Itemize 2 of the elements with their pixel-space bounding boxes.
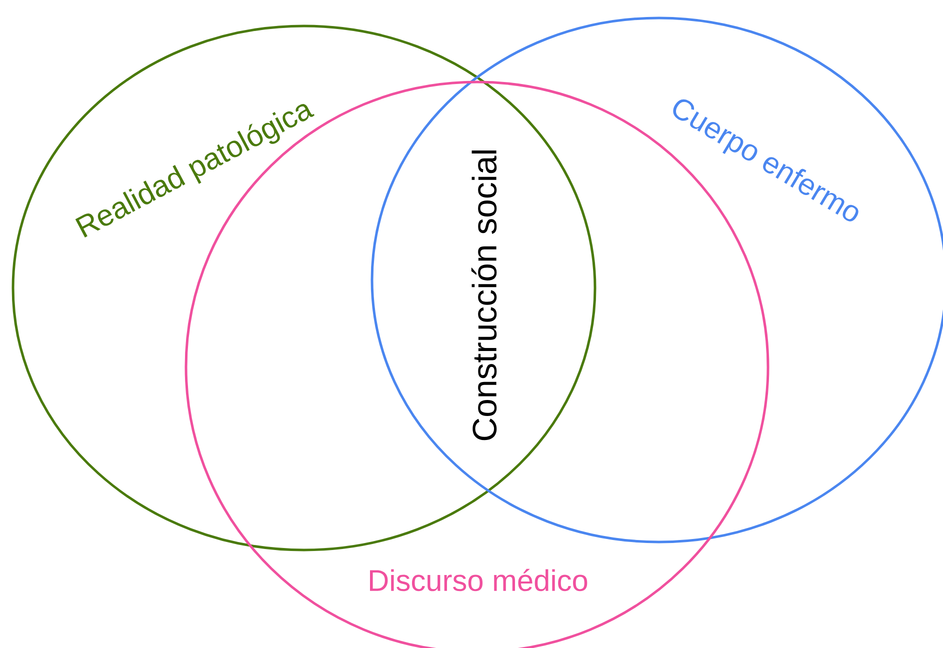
circle-label: Discurso médico [370, 568, 588, 592]
overlap-label: Construcción social [471, 150, 497, 440]
